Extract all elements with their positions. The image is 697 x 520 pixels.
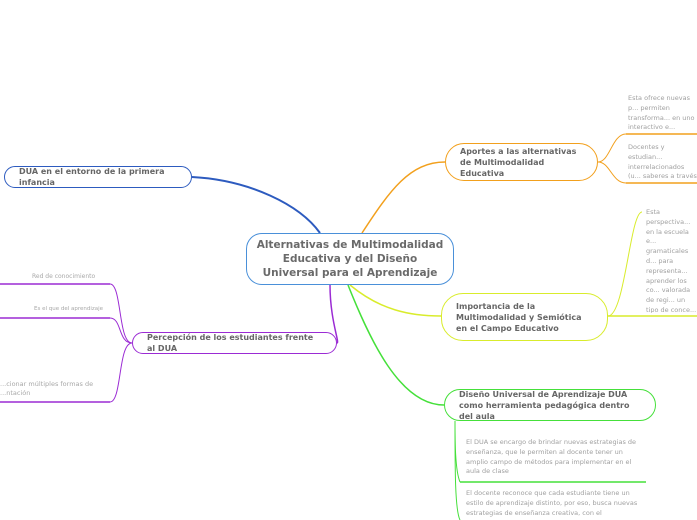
link-aportes-notes xyxy=(597,133,627,163)
topic-percepcion[interactable]: Percepción de los estudiantes frente al … xyxy=(132,332,337,354)
topic-aportes-label: Aportes a las alternativas de Multimodal… xyxy=(460,146,577,178)
topic-diseno-universal[interactable]: Diseño Universal de Aprendizaje DUA como… xyxy=(444,389,656,421)
topic-aportes[interactable]: Aportes a las alternativas de Multimodal… xyxy=(445,143,598,181)
link-importancia xyxy=(349,284,442,317)
topic-importancia[interactable]: Importancia de la Multimodalidad y Semió… xyxy=(441,293,608,341)
topic-dua-infancia-label: DUA en el entorno de la primera infancia xyxy=(19,167,165,187)
diseno-note-2[interactable]: El docente reconoce que cada estudiante … xyxy=(466,489,638,517)
link-aportes xyxy=(361,161,446,234)
topic-importancia-label: Importancia de la Multimodalidad y Semió… xyxy=(456,301,582,333)
aportes-note-2[interactable]: Docentes y estudian... interrelacionados… xyxy=(628,143,697,181)
importancia-note[interactable]: Esta perspectiva... en la escuela e... g… xyxy=(646,208,697,313)
topic-dua-infancia[interactable]: DUA en el entorno de la primera infancia xyxy=(4,166,192,188)
subtopic-que-aprendizaje[interactable]: Es el que del aprendizaje xyxy=(34,306,104,312)
link-percepcion-subs xyxy=(109,283,133,344)
subtopic-multiples-formas[interactable]: ...cionar múltiples formas de ...ntación xyxy=(0,380,94,397)
link-percepcion xyxy=(329,284,339,344)
aportes-note-1[interactable]: Esta ofrece nuevas p... permiten transfo… xyxy=(628,94,695,132)
link-dua-infancia xyxy=(191,176,321,234)
topic-percepcion-label: Percepción de los estudiantes frente al … xyxy=(147,333,314,353)
link-importancia-note xyxy=(607,211,643,317)
topic-diseno-universal-label: Diseño Universal de Aprendizaje DUA como… xyxy=(459,389,630,421)
central-topic-label: Alternativas de Multimodalidad Educativa… xyxy=(256,239,444,279)
central-topic[interactable]: Alternativas de Multimodalidad Educativa… xyxy=(246,233,454,285)
subtopic-red-conocimiento[interactable]: Red de conocimiento xyxy=(32,273,96,280)
link-diseno xyxy=(347,284,445,406)
diseno-note-1[interactable]: El DUA se encargo de brindar nuevas estr… xyxy=(466,438,637,476)
